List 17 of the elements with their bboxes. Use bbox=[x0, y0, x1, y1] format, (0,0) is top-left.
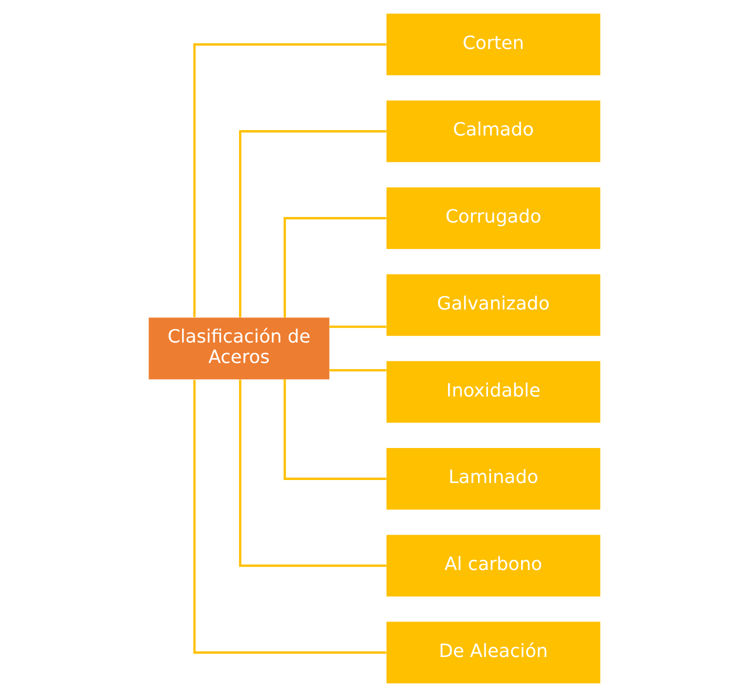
connector bbox=[283, 216, 386, 318]
node-box: Al carbono bbox=[386, 534, 600, 596]
node-box: Calmado bbox=[386, 100, 600, 162]
node-box: De Aleación bbox=[386, 621, 600, 683]
node-box: Corten bbox=[386, 13, 600, 75]
node-box: Corrugado bbox=[386, 186, 600, 249]
node-box: Galvanizado bbox=[386, 274, 600, 336]
connector bbox=[328, 325, 386, 328]
connector bbox=[283, 378, 386, 480]
connector bbox=[192, 379, 386, 654]
connector bbox=[328, 368, 386, 371]
node-box: Inoxidable bbox=[386, 360, 600, 422]
connector bbox=[238, 379, 386, 566]
connector bbox=[192, 42, 386, 317]
node-box: Clasificación de Aceros bbox=[148, 317, 329, 379]
connector bbox=[238, 130, 386, 317]
node-box: Laminado bbox=[386, 447, 600, 510]
